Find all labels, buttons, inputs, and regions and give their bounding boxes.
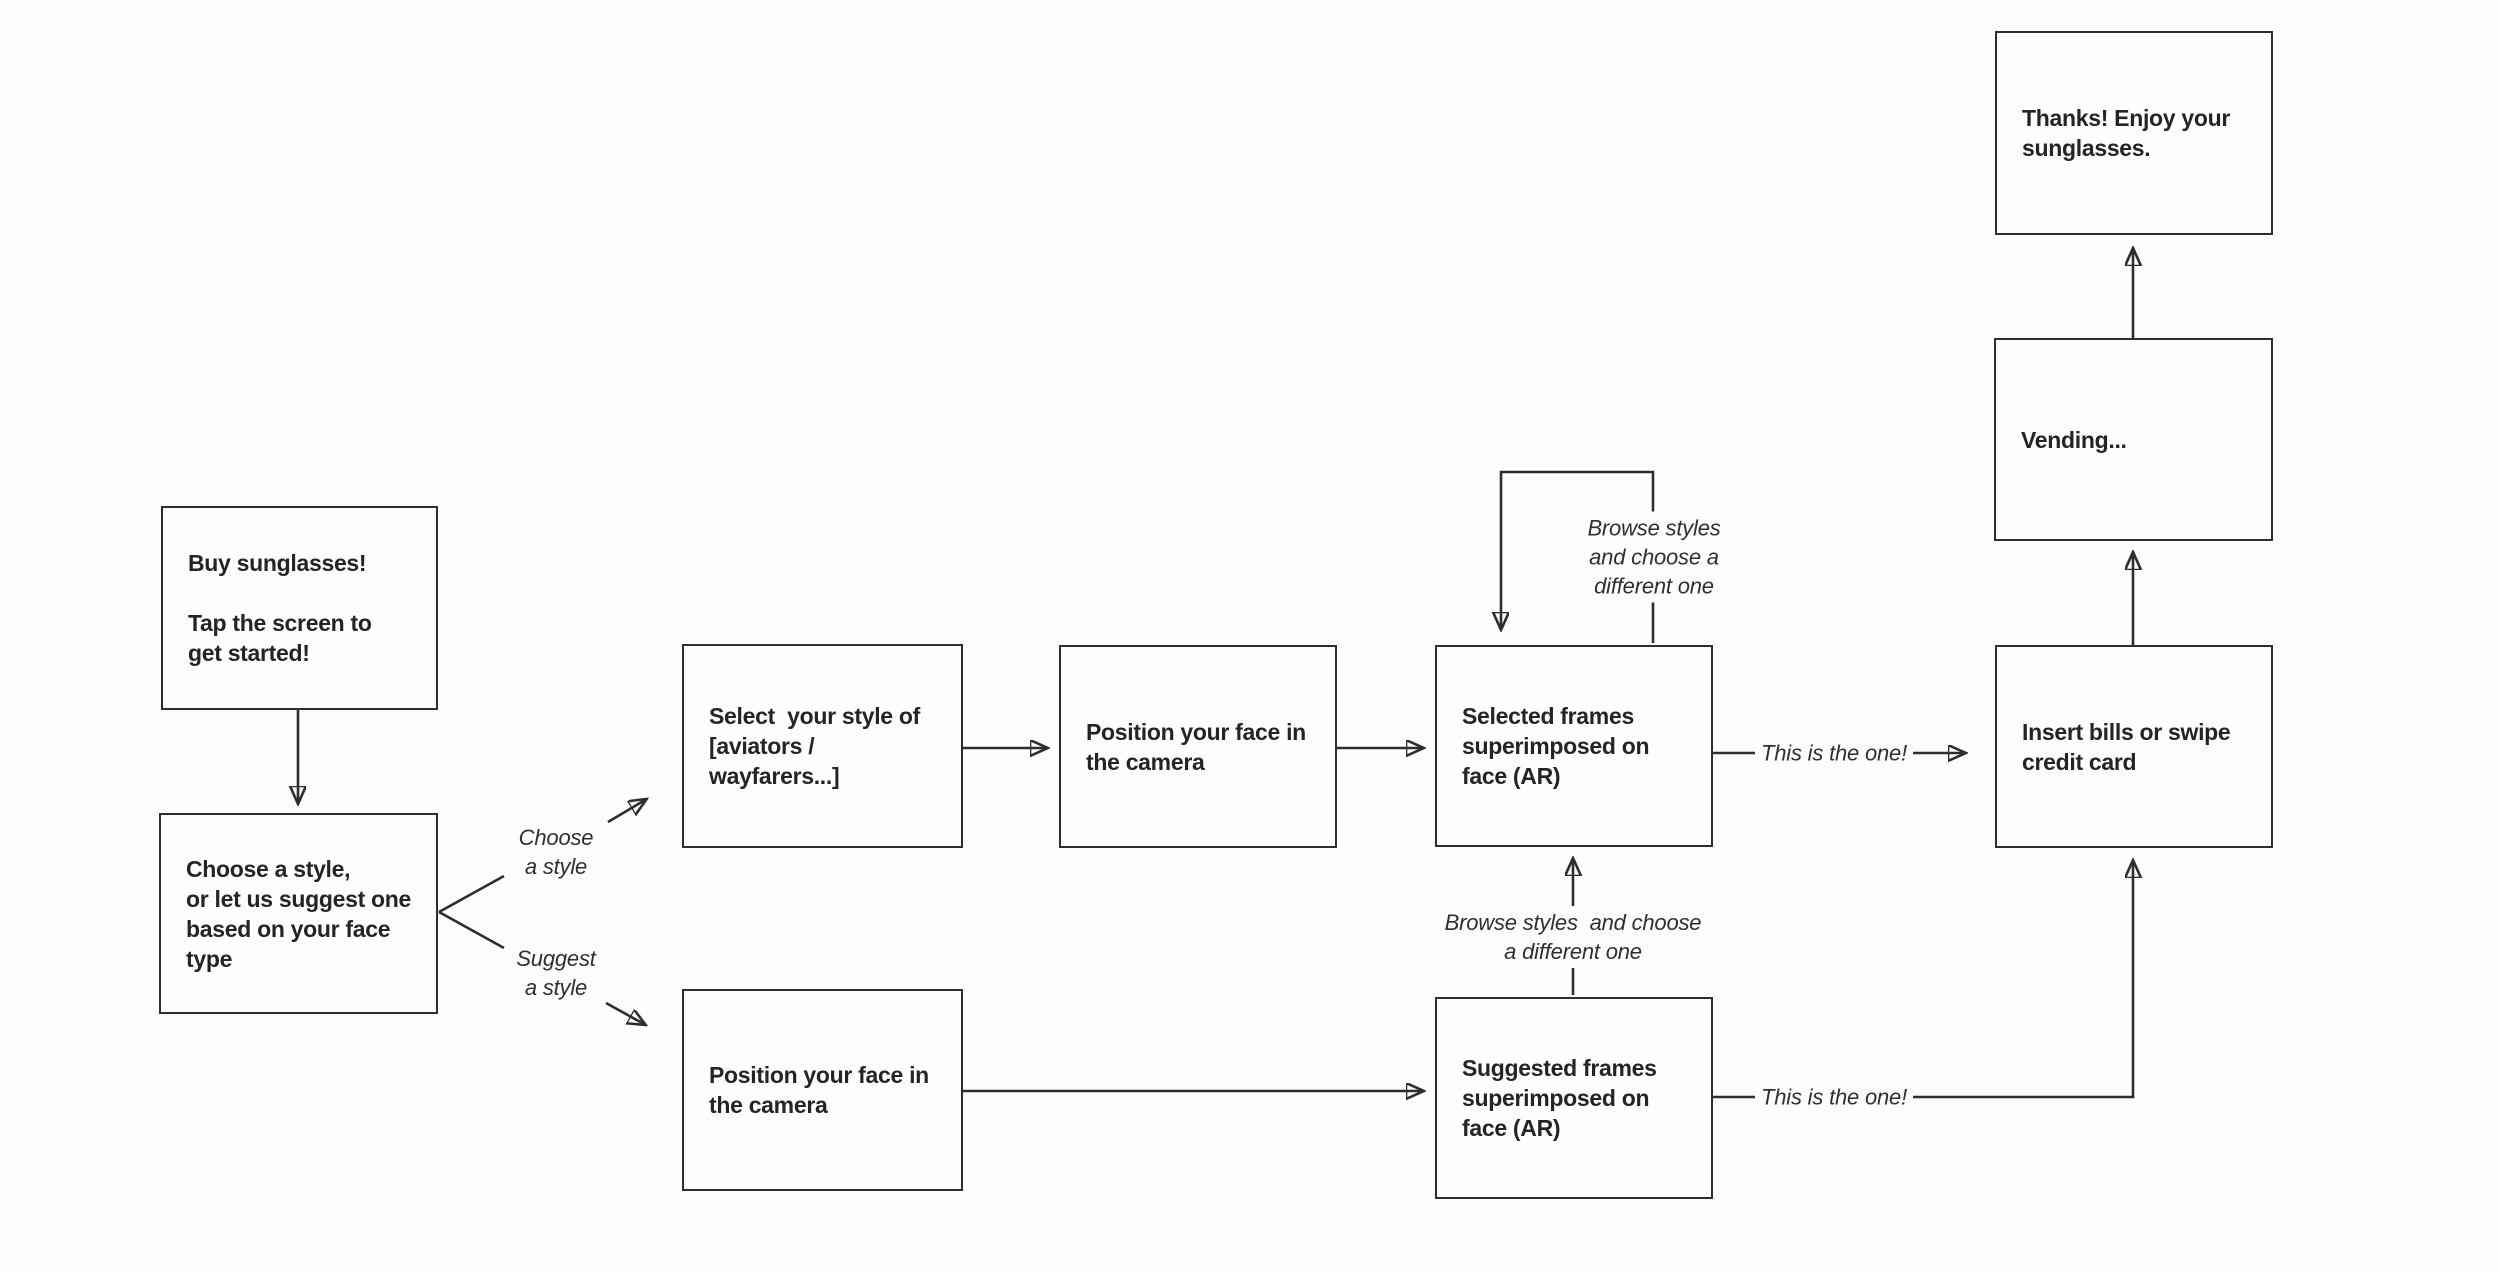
edge-label-browse-styles-top: Browse styles and choose a different one [1581,511,1727,603]
node-thanks: Thanks! Enjoy your sunglasses. [1995,31,2273,235]
edge-choose-to-select [607,800,645,824]
node-vending: Vending... [1994,338,2273,541]
node-label: Selected frames superimposed on face (AR… [1462,703,1650,789]
node-select-style: Select your style of [aviators / wayfare… [682,644,963,848]
edge-label-this-is-the-one-top: This is the one! [1755,736,1913,770]
edge-label-this-is-the-one-bottom: This is the one! [1755,1080,1913,1114]
node-label: Position your face in the camera [1086,718,1306,775]
node-label: Suggested frames superimposed on face (A… [1462,1055,1657,1141]
edge-label-browse-styles-middle: Browse styles and choose a different one [1438,906,1708,968]
node-label: Thanks! Enjoy your sunglasses. [2022,105,2231,161]
node-label: Position your face in the camera [709,1062,929,1118]
node-position-face-top: Position your face in the camera [1059,645,1337,848]
node-selected-frames: Selected frames superimposed on face (AR… [1435,645,1713,847]
node-position-face-bottom: Position your face in the camera [682,989,963,1191]
node-start: Buy sunglasses! Tap the screen to get st… [161,506,438,710]
edge-label-choose-a-style: Choose a style [512,821,600,883]
node-label: Select your style of [aviators / wayfare… [709,703,920,789]
edge-label-suggest-a-style: Suggest a style [510,942,602,1004]
node-suggested-frames: Suggested frames superimposed on face (A… [1435,997,1713,1199]
edge-label-corner-to-insert [1913,862,2133,1099]
node-label: Choose a style, or let us suggest one ba… [186,855,412,972]
edge-branch-upper [438,874,505,914]
edge-suggest-to-position [605,1001,644,1024]
node-label: Vending... [2021,426,2127,453]
node-label: Buy sunglasses! Tap the screen to get st… [188,550,372,666]
edge-branch-lower [438,910,505,950]
node-label: Insert bills or swipe credit card [2022,718,2231,775]
node-choose-style: Choose a style, or let us suggest one ba… [159,813,438,1014]
node-insert-bills: Insert bills or swipe credit card [1995,645,2273,848]
